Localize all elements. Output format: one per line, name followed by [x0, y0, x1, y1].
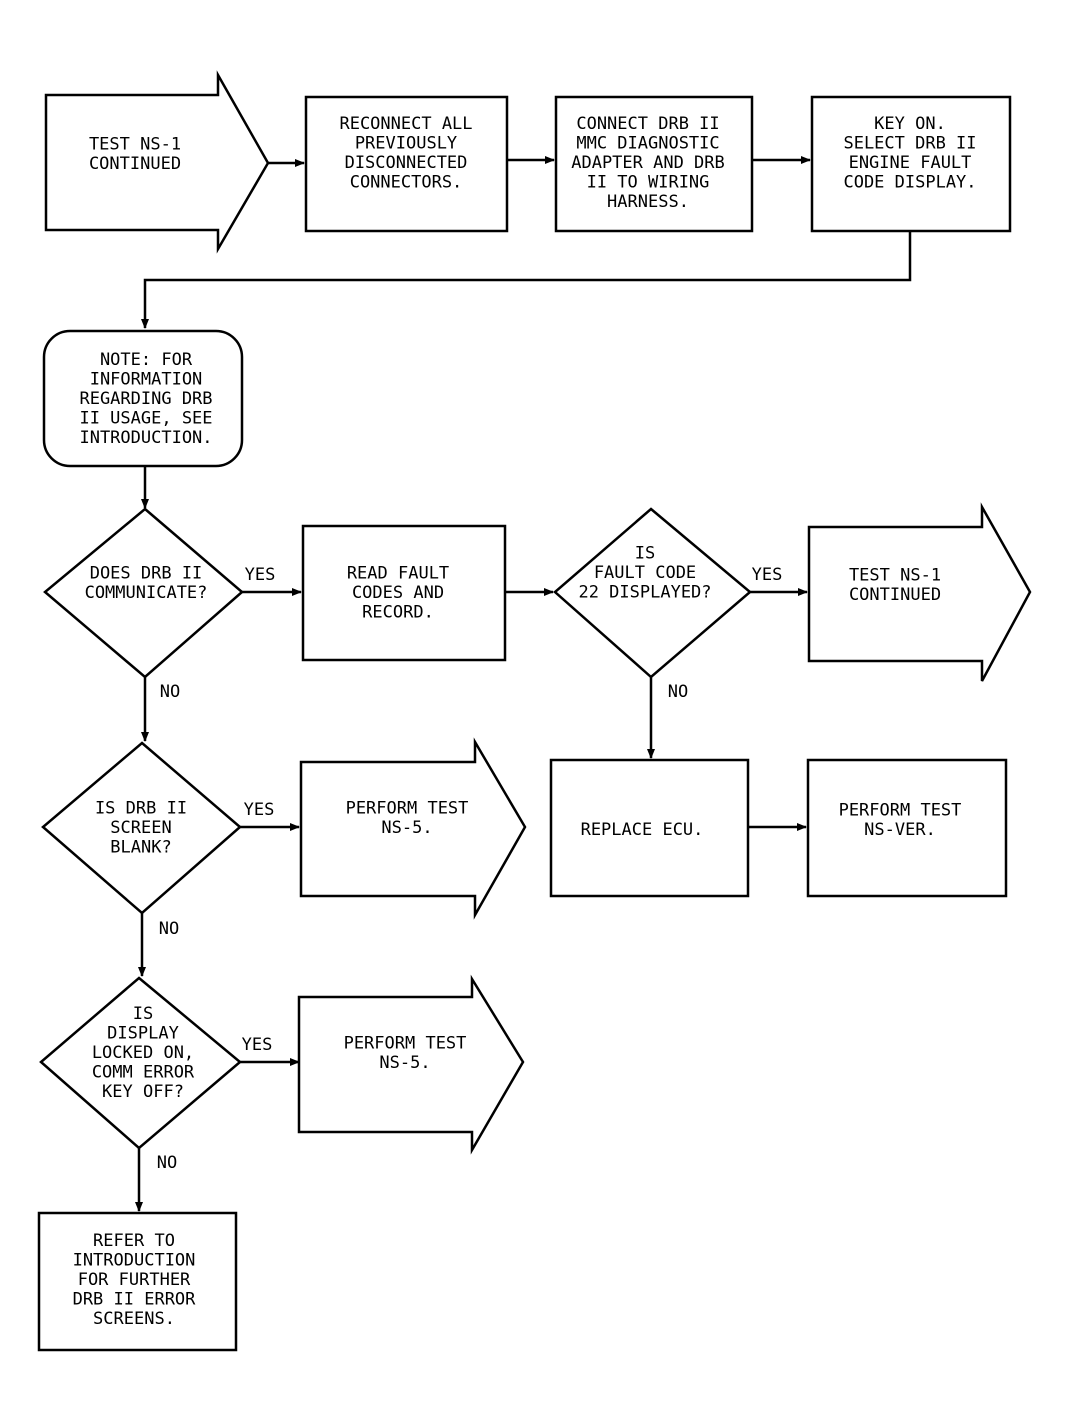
perform-ns5-b-line: PERFORM TEST — [344, 1033, 467, 1053]
node-perform-ns5-b-arrow — [297, 974, 525, 1155]
node-reconnect — [304, 95, 509, 233]
refer-intro-line: INTRODUCTION — [73, 1251, 196, 1271]
node-key-on — [810, 95, 1012, 233]
node-q-fault22 — [553, 507, 752, 679]
connect-drb-line: ADAPTER AND DRB — [571, 153, 725, 173]
node-replace-ecu — [549, 758, 750, 898]
node-q-blank — [41, 741, 242, 915]
node-note — [42, 329, 244, 468]
reconnect-line: RECONNECT ALL — [339, 114, 472, 134]
connect-drb-line: CONNECT DRB II — [576, 114, 719, 134]
reconnect-line: DISCONNECTED — [345, 153, 468, 173]
node-refer-intro — [37, 1211, 238, 1352]
q-fault22-line: IS — [635, 544, 655, 564]
key-on-line: ENGINE FAULT — [849, 153, 972, 173]
q-locked-line: LOCKED ON, — [92, 1043, 194, 1063]
q-locked-line: IS — [133, 1004, 153, 1024]
read-codes-line: READ FAULT — [347, 564, 449, 584]
edge-label-fault22-no: NO — [668, 682, 688, 702]
replace-ecu-line: REPLACE ECU. — [581, 820, 704, 840]
node-q-locked — [39, 976, 242, 1150]
end-ns1-line: TEST NS-1 — [849, 565, 941, 585]
connect-drb-line: MMC DIAGNOSTIC — [576, 134, 719, 154]
edge-label-fault22-yes: YES — [752, 565, 783, 585]
note-line: II USAGE, SEE — [79, 409, 212, 429]
edge-label-communicate-yes: YES — [245, 565, 276, 585]
q-fault22-line: FAULT CODE — [594, 563, 696, 583]
connector-keyon-to-note — [141, 232, 912, 329]
node-read-codes — [301, 524, 507, 662]
perform-ns5-a-line: PERFORM TEST — [346, 798, 469, 818]
refer-intro-line: DRB II ERROR — [73, 1290, 197, 1310]
q-communicate-line: COMMUNICATE? — [85, 583, 208, 603]
refer-intro-line: FOR FURTHER — [78, 1270, 191, 1290]
node-end-ns1-arrow — [807, 502, 1032, 682]
q-communicate-line: DOES DRB II — [90, 563, 203, 583]
note-line: INTRODUCTION. — [79, 428, 212, 448]
edge-label-communicate-no: NO — [160, 682, 180, 702]
edge-label-locked-yes: YES — [242, 1035, 273, 1055]
note-line: NOTE: FOR — [100, 350, 193, 370]
key-on-line: SELECT DRB II — [843, 133, 976, 153]
connect-drb-line: II TO WIRING — [587, 173, 710, 193]
q-locked-line: KEY OFF? — [102, 1082, 184, 1102]
node-start-arrow — [44, 70, 270, 254]
edge-label-locked-no: NO — [157, 1153, 177, 1173]
note-line: INFORMATION — [90, 370, 203, 390]
q-locked-line: DISPLAY — [107, 1024, 179, 1044]
end-ns1-line: CONTINUED — [849, 585, 941, 605]
shapes — [37, 70, 1032, 1352]
reconnect-line: PREVIOUSLY — [355, 133, 457, 153]
perform-ns5-b-line: NS-5. — [379, 1053, 430, 1073]
key-on-line: CODE DISPLAY. — [843, 172, 976, 192]
note-line: REGARDING DRB — [79, 389, 212, 409]
node-perform-nsver — [806, 758, 1008, 898]
edge-labels: YES NO YES NO YES NO YES NO — [157, 565, 783, 1173]
perform-nsver-line: PERFORM TEST — [839, 800, 962, 820]
read-codes-line: CODES AND — [352, 583, 444, 603]
connectors — [135, 156, 912, 1212]
connect-drb-line: HARNESS. — [607, 192, 689, 212]
q-blank-line: SCREEN — [110, 818, 171, 838]
node-connect-drb — [554, 95, 754, 233]
key-on-line: KEY ON. — [874, 114, 946, 134]
perform-nsver-line: NS-VER. — [864, 820, 936, 840]
refer-intro-line: SCREENS. — [93, 1309, 175, 1329]
node-replace-ecu-label: REPLACE ECU. — [581, 820, 704, 840]
q-blank-line: IS DRB II — [95, 799, 187, 819]
edge-label-blank-yes: YES — [244, 800, 275, 820]
start-line: CONTINUED — [89, 154, 181, 174]
edge-label-blank-no: NO — [159, 919, 179, 939]
start-line: TEST NS-1 — [89, 134, 181, 154]
q-locked-line: COMM ERROR — [92, 1063, 195, 1083]
node-q-communicate — [43, 507, 244, 679]
read-codes-line: RECORD. — [362, 603, 434, 623]
node-perform-ns5-a-arrow — [299, 737, 527, 920]
q-fault22-line: 22 DISPLAYED? — [578, 583, 711, 603]
reconnect-line: CONNECTORS. — [350, 172, 463, 192]
refer-intro-line: REFER TO — [93, 1231, 175, 1251]
perform-ns5-a-line: NS-5. — [381, 818, 432, 838]
q-blank-line: BLANK? — [110, 838, 171, 858]
